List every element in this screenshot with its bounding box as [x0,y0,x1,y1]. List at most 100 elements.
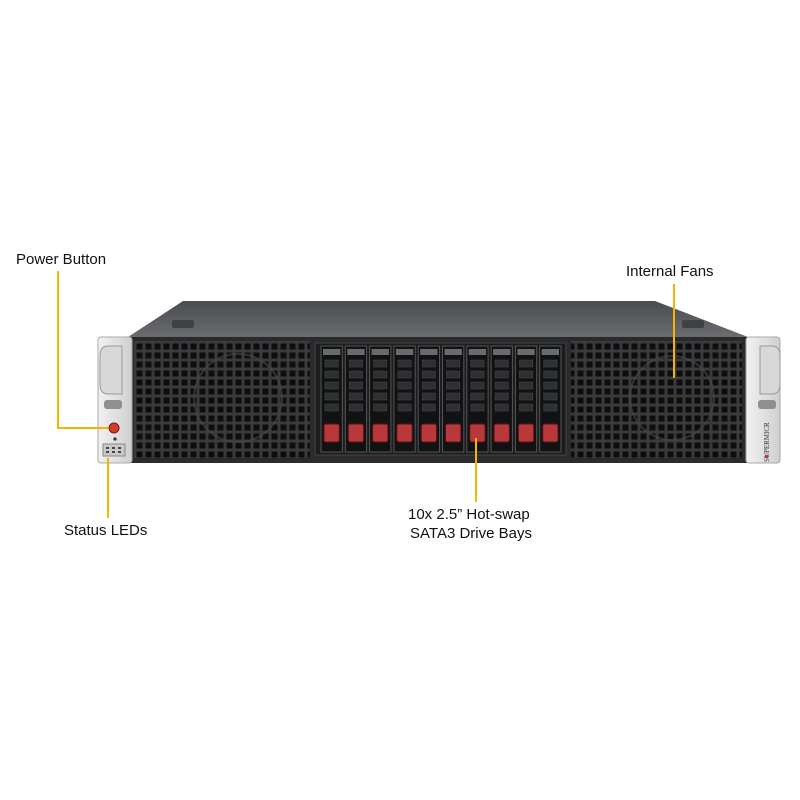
drive-vent [519,403,533,412]
drive-latch-icon [445,423,462,443]
brand-logo-dot [765,455,768,458]
drive-vent [373,392,388,401]
drive-vent [349,392,363,401]
left-fan-icon [193,353,283,443]
drive-tray-top [395,349,414,355]
drive-bay[interactable] [393,345,416,453]
drive-bay[interactable] [417,345,441,453]
drive-vent [470,381,485,390]
drive-vent [519,392,533,401]
drive-vent [494,381,509,390]
drive-vent [446,359,461,368]
drive-vent [446,392,461,401]
drive-vent [397,403,412,412]
drive-vent [421,403,436,412]
chassis-top-notch [172,320,194,328]
drive-tray-top [420,349,438,355]
drive-tray-top [371,349,389,355]
drive-vent [324,359,339,368]
drive-tray-top [323,349,341,355]
drive-vent [421,370,436,379]
drive-vent [421,359,436,368]
drive-bays-callout-line2: SATA3 Drive Bays [410,525,532,542]
drive-vent [543,392,558,401]
drive-tray-top [541,349,559,355]
drive-vent [349,359,363,368]
drive-bay[interactable] [539,345,562,453]
left-handle [99,345,123,395]
chassis-top-notch [682,320,704,328]
drive-vent [349,370,363,379]
drive-vent [519,381,533,390]
drive-tray-top [468,349,487,355]
drive-vent [543,359,558,368]
power-button-callout: Power Button [16,251,107,268]
right-handle [759,345,781,395]
drive-vent [543,370,558,379]
drive-vent [470,403,485,412]
drive-bay[interactable] [490,345,513,453]
drive-latch-icon [420,423,438,443]
drive-vent [324,381,339,390]
drive-vent [421,381,436,390]
drive-vent [519,370,533,379]
left-fan-grill [134,341,310,458]
drive-vent [543,381,558,390]
left-handle-slot [104,400,122,409]
drive-bay[interactable] [466,345,489,453]
drive-latch-icon [493,423,510,443]
drive-vent [373,403,388,412]
drive-tray-top [347,349,365,355]
drive-tray-top [493,349,511,355]
callout-line-power [57,271,108,429]
drive-vent [397,359,412,368]
drive-vent [373,381,388,390]
drive-tray-top [444,349,462,355]
drive-vent [324,403,339,412]
drive-vent [519,359,533,368]
drive-vent [421,392,436,401]
drive-vent [373,359,388,368]
drive-vent [446,381,461,390]
drive-latch-icon [372,423,389,443]
drive-vent [324,370,339,379]
drive-vent [397,392,412,401]
right-fan-icon [629,355,715,441]
drive-vent [397,370,412,379]
power-button-icon[interactable] [108,422,120,434]
drive-latch-icon [323,423,340,443]
drive-vent [470,359,485,368]
drive-vent [494,392,509,401]
drive-bay[interactable] [344,345,368,453]
drive-vent [470,370,485,379]
right-handle-slot [758,400,776,409]
drive-bay[interactable] [514,345,538,453]
drive-vent [494,370,509,379]
drive-latch-icon [542,423,559,443]
drive-latch-icon [396,423,413,443]
drive-bay[interactable] [320,345,343,453]
drive-bay[interactable] [369,345,392,453]
drive-vent [324,392,339,401]
drive-vent [543,403,558,412]
drive-vent [373,370,388,379]
drive-vent [470,392,485,401]
status-leds-callout: Status LEDs [64,522,148,539]
drive-bay[interactable] [442,345,465,453]
drive-vent [446,403,461,412]
drive-bays-callout-line1: 10x 2.5” Hot-swap [408,506,530,523]
drive-vent [494,359,509,368]
drive-latch-icon [469,423,486,443]
internal-fans-callout: Internal Fans [626,263,714,280]
drive-latch-icon [517,423,535,443]
drive-vent [397,381,412,390]
drive-vent [446,370,461,379]
drive-tray-top [517,349,535,355]
brand-logo: SUPERMICR [763,422,771,462]
status-led-panel [102,437,126,457]
chassis-top [128,301,748,337]
drive-vent [494,403,509,412]
drive-vent [349,381,363,390]
drive-vent [349,403,363,412]
